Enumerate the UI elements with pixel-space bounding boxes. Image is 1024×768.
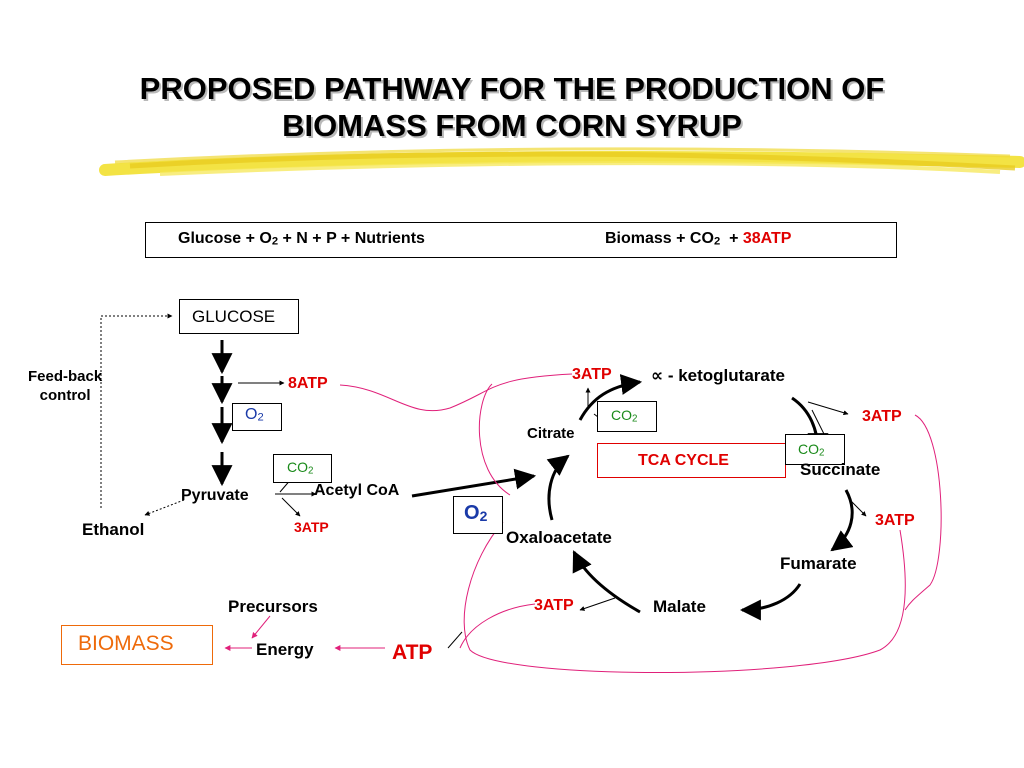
biomass-box xyxy=(61,625,213,665)
tca-cycle-label: TCA CYCLE xyxy=(638,452,729,469)
tca-cycle-box xyxy=(597,443,786,478)
co2-citrate-label: CO2 xyxy=(611,407,638,425)
oxaloacetate-label: Oxaloacetate xyxy=(506,528,612,547)
ethanol-label: Ethanol xyxy=(82,520,145,539)
atp3-pyruvate-label: 3ATP xyxy=(294,519,329,535)
overall-equation-box xyxy=(145,222,897,258)
feedback-control-label: Feed-back control xyxy=(28,368,103,404)
co2-succinate-label: CO2 xyxy=(798,441,825,459)
atp3-succinate-label: 3ATP xyxy=(875,512,915,529)
o2-large-box xyxy=(453,496,503,534)
precursors-label: Precursors xyxy=(228,597,318,616)
atp-label: ATP xyxy=(392,641,433,664)
glucose-label: GLUCOSE xyxy=(192,307,276,326)
malate-label: Malate xyxy=(653,597,706,616)
co2-glycolysis-box xyxy=(273,454,332,483)
citrate-label: Citrate xyxy=(527,425,575,442)
equation-left: Glucose + O2 + N + P + Nutrients xyxy=(178,230,425,248)
fumarate-label: Fumarate xyxy=(780,554,857,573)
page-title: PROPOSED PATHWAY FOR THE PRODUCTION OF B… xyxy=(0,70,1024,144)
atp8-label: 8ATP xyxy=(288,375,328,392)
energy-label: Energy xyxy=(256,640,314,659)
pyruvate-to-ethanol-arrow xyxy=(144,499,185,516)
acetyl-coa-label: Acetyl CoA xyxy=(314,482,400,499)
biomass-label: BIOMASS xyxy=(78,632,174,655)
atp3-keto-label: 3ATP xyxy=(862,408,902,425)
co2-succinate-box xyxy=(785,434,845,465)
acetyl-to-citrate-arrow xyxy=(411,468,537,498)
o2-large-label: O2 xyxy=(464,502,488,525)
atp3-malate-label: 3ATP xyxy=(534,597,574,614)
o2-small-box xyxy=(232,403,282,431)
pyruvate-label: Pyruvate xyxy=(181,487,249,504)
title-line-1: PROPOSED PATHWAY FOR THE PRODUCTION OF xyxy=(139,71,885,106)
title-line-2: BIOMASS FROM CORN SYRUP xyxy=(282,108,742,143)
atp3-citrate-label: 3ATP xyxy=(572,366,612,383)
co2-glycolysis-label: CO2 xyxy=(287,459,314,477)
equation-right: Biomass + CO2 + 38ATP xyxy=(605,230,792,248)
co2-citrate-box xyxy=(597,401,657,432)
succinate-label: Succinate xyxy=(800,460,881,479)
title-highlight xyxy=(99,147,1024,176)
ketoglutarate-label: ∝ - ketoglutarate xyxy=(651,366,785,385)
o2-small-label: O2 xyxy=(245,406,264,424)
feedback-arrow xyxy=(100,313,173,508)
glucose-box xyxy=(179,299,299,334)
electron-transport-lines xyxy=(224,373,942,673)
